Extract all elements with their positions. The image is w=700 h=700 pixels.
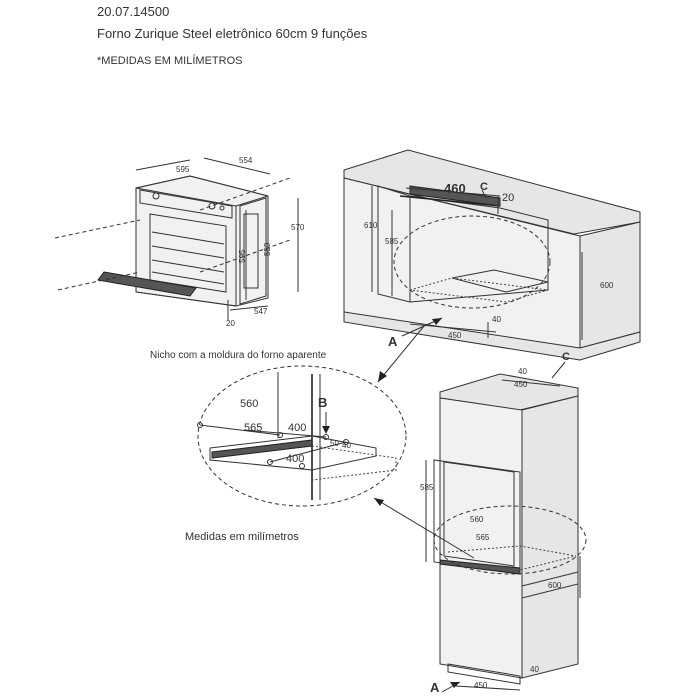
column-dim-width: 565 (476, 533, 490, 542)
column-to-detail-arrow (373, 497, 475, 559)
oven-dim-front-height: 595 (238, 249, 247, 263)
niche-dim-gap: 40 (492, 315, 501, 324)
product-title: Forno Zurique Steel eletrônico 60cm 9 fu… (97, 26, 368, 41)
detail-drawing (197, 365, 407, 507)
niche-dim-width: 460 (444, 181, 466, 196)
niche-to-detail-arrow (377, 325, 425, 383)
niche-dimension-labels: 460 20 610 585 600 40 450 A C (364, 181, 614, 349)
oven-drawing (54, 157, 299, 320)
oven-dim-width: 595 (176, 165, 190, 174)
detail-dimension-labels: Nicho com a moldura do forno aparente 56… (150, 350, 351, 465)
detail-dim-inner-width: 565 (244, 422, 262, 434)
column-dimension-labels: 40 450 585 560 565 600 40 450 A C (420, 351, 570, 695)
niche-dim-inner-height: 585 (385, 237, 399, 246)
oven-dim-body-depth: 547 (254, 307, 268, 316)
niche-dim-top-gap: 20 (502, 192, 514, 204)
niche-dim-bottom-width: 450 (448, 331, 462, 340)
niche-dim-depth: 600 (600, 281, 614, 290)
column-marker-a: A (430, 680, 440, 695)
detail-caption: Nicho com a moldura do forno aparente (150, 350, 327, 361)
column-marker-c: C (562, 351, 570, 363)
oven-dim-body-height: 559 (263, 242, 272, 256)
column-dim-bottom-gap: 40 (530, 665, 539, 674)
detail-dim-gap: 50 (330, 439, 339, 448)
product-code: 20.07.14500 (97, 4, 170, 19)
niche-marker-c: C (480, 181, 488, 193)
oven-dim-height: 570 (291, 223, 305, 232)
niche-cabinet-drawing (343, 149, 641, 361)
column-cabinet-drawing (425, 361, 587, 693)
column-dim-bottom-width: 450 (474, 681, 488, 690)
column-dim-depth: 600 (548, 581, 562, 590)
detail-marker-b: B (318, 395, 327, 410)
units-note: *MEDIDAS EM MILÍMETROS (97, 55, 243, 67)
detail-dim-width: 560 (240, 398, 258, 410)
column-dim-top-gap: 40 (518, 367, 527, 376)
column-dim-top-width: 450 (514, 380, 528, 389)
niche-marker-a: A (388, 334, 398, 349)
detail-dim-base-depth: 400 (286, 453, 304, 465)
oven-dim-depth: 554 (239, 156, 253, 165)
oven-dimension-labels: 595 554 570 595 559 20 547 (176, 156, 305, 328)
column-dim-niche-height: 585 (420, 483, 434, 492)
units-caption: Medidas em milímetros (185, 531, 299, 543)
detail-dim-frame: 40 (342, 441, 351, 450)
column-dim-inner-width: 560 (470, 515, 484, 524)
detail-dim-depth: 400 (288, 422, 306, 434)
oven-dim-frame: 20 (226, 319, 235, 328)
niche-dim-height: 610 (364, 221, 378, 230)
